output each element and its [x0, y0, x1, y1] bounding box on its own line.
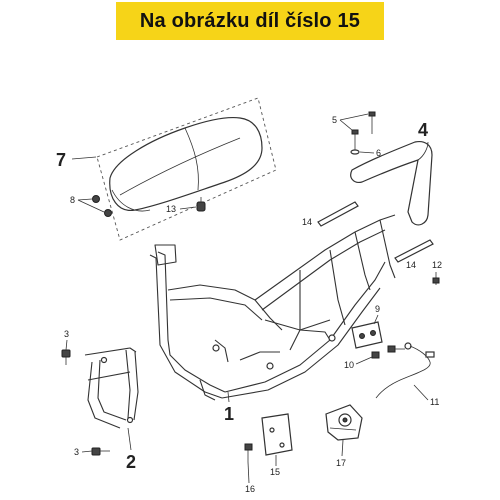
banner-title: Na obrázku díl číslo 15	[139, 9, 361, 32]
callout-14-right: 14	[406, 260, 416, 270]
leader-9	[373, 314, 379, 325]
callout-4: 4	[418, 120, 428, 140]
leader-11	[413, 384, 429, 401]
callout-7: 7	[56, 150, 66, 170]
leader-17	[341, 439, 344, 457]
leader-5	[339, 119, 353, 131]
front-bracket-icon	[84, 347, 139, 429]
callout-3-bottom: 3	[74, 447, 79, 457]
leader-2	[127, 427, 132, 451]
callout-11: 11	[430, 397, 439, 407]
callout-1: 1	[224, 404, 234, 424]
callout-10: 10	[344, 360, 354, 370]
callout-6: 6	[376, 148, 381, 158]
callout-16: 16	[245, 484, 255, 494]
cable-icon	[375, 345, 435, 399]
callout-8: 8	[70, 195, 75, 205]
leader-10	[355, 356, 373, 365]
leader-16	[247, 461, 250, 484]
callout-15: 15	[270, 467, 280, 477]
seat-icon	[109, 116, 263, 212]
mounting-plate-icon	[261, 413, 293, 456]
callout-3-top: 3	[64, 329, 69, 339]
bolt-icon	[350, 111, 376, 155]
leader-7	[71, 156, 97, 160]
bolt-icon	[61, 349, 110, 456]
callout-5: 5	[332, 115, 337, 125]
part-number-banner: Na obrázku díl číslo 15	[116, 2, 384, 40]
bolt-icon	[371, 342, 412, 359]
seat-group-outline	[96, 97, 277, 241]
leader-13	[179, 206, 197, 210]
scooter-frame-icon	[149, 214, 396, 401]
leader-1	[227, 391, 230, 403]
lock-mechanism-icon	[325, 404, 363, 441]
callout-17: 17	[336, 458, 346, 468]
seat-latch-icon	[351, 321, 383, 349]
bolt-icon	[244, 443, 253, 462]
callout-9: 9	[375, 304, 380, 314]
leader-8	[77, 198, 93, 201]
callout-14-top: 14	[302, 217, 312, 227]
trim-strip-icon	[317, 201, 434, 263]
callout-12: 12	[432, 260, 442, 270]
rear-grab-rail-icon	[350, 140, 433, 226]
leader-6	[359, 151, 375, 154]
callout-2: 2	[126, 452, 136, 472]
bolt-icon	[432, 272, 440, 285]
callout-13: 13	[166, 204, 176, 214]
bolt-icon	[196, 197, 206, 212]
leader-3-bottom	[81, 450, 93, 453]
bolt-icon	[92, 195, 112, 217]
leader-3-top	[65, 339, 68, 351]
